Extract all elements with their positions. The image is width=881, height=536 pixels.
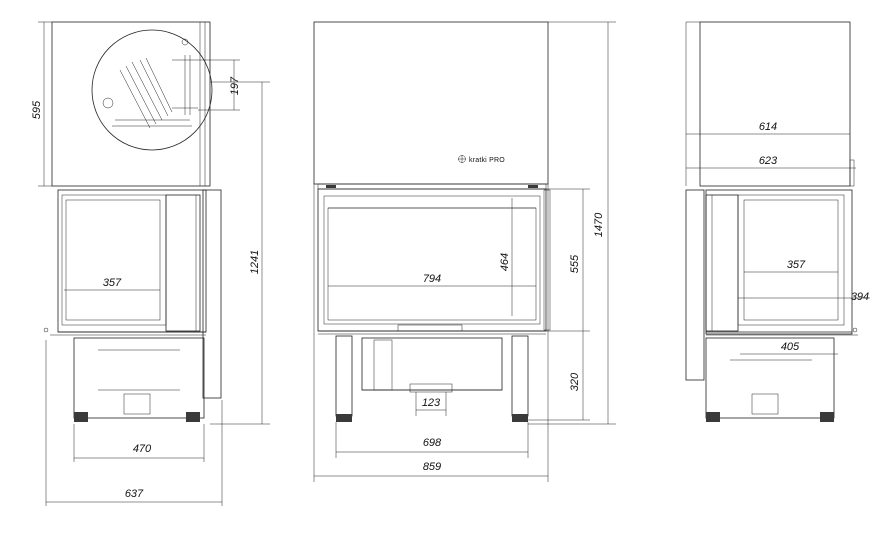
dim-front-glass-width: 794 [423, 273, 441, 285]
dim-leg-height: 320 [569, 372, 581, 391]
left-side-view: 595 197 1241 357 470 637 [31, 21, 270, 506]
dim-right-base-width: 405 [781, 341, 800, 353]
detail-circle [91, 29, 213, 151]
dim-door-height: 555 [569, 254, 581, 273]
dim-total-width: 637 [125, 488, 144, 500]
dim-air-inlet: 123 [422, 397, 441, 409]
dim-front-glass-height: 464 [499, 253, 511, 271]
dim-depth-total: 623 [759, 155, 778, 167]
dim-front-base-width: 698 [423, 437, 442, 449]
dim-base-width: 470 [133, 443, 152, 455]
brand-logo-text: kratki PRO [469, 157, 505, 164]
dim-front-total-height: 1470 [593, 212, 605, 237]
right-side-view: 614 623 357 394 405 [685, 21, 870, 422]
dim-right-glass-width: 357 [787, 259, 806, 271]
dim-top-height: 595 [31, 100, 43, 119]
dim-total-height: 1241 [249, 250, 261, 274]
dim-detail: 197 [229, 76, 241, 95]
dim-depth-top: 614 [759, 121, 777, 133]
dim-front-total-width: 859 [423, 461, 441, 473]
dim-glass-width: 357 [103, 277, 122, 289]
dim-side-offset: 394 [851, 291, 869, 303]
logo: kratki PRO [458, 155, 505, 164]
front-view: kratki PRO [313, 21, 616, 482]
